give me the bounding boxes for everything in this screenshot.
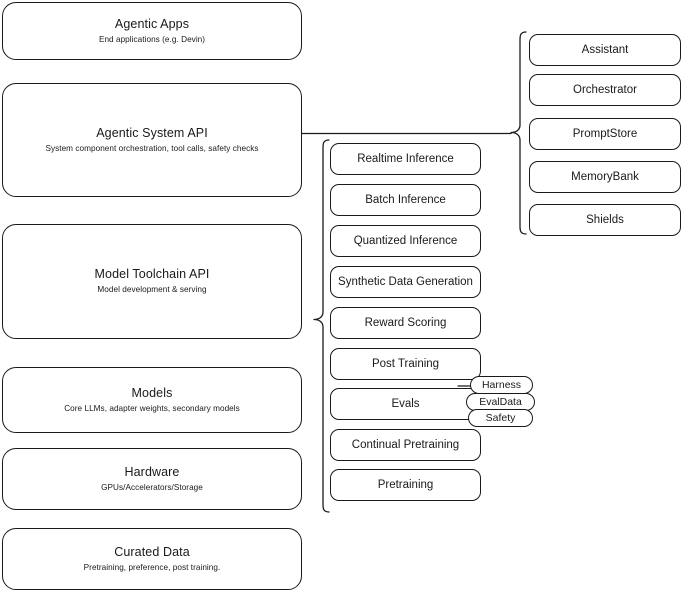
layer-subtitle: GPUs/Accelerators/Storage [101,482,203,492]
layer-subtitle: Model development & serving [97,285,207,294]
layer-subtitle: End applications (e.g. Devin) [98,34,206,44]
system-component-label: Shields [586,214,624,226]
system-component-label: Assistant [581,44,629,56]
system-component-label: Orchestrator [573,84,637,96]
layer-title: Agentic System API [96,125,208,140]
brace-toolchain-capabilities [313,139,330,513]
evals-tag-safety[interactable]: Safety [468,409,533,427]
brace-system-components [510,31,527,235]
layer-box-models[interactable]: Models Core LLMs, adapter weights, secon… [2,367,302,433]
system-component-memorybank[interactable]: MemoryBank [529,161,681,193]
capability-synthetic-data-generation[interactable]: Synthetic Data Generation [330,266,481,298]
layer-subtitle: System component orchestration, tool cal… [45,143,259,153]
capability-label: Quantized Inference [353,235,458,247]
evals-tag-label: Safety [485,412,516,424]
layer-box-agentic-apps[interactable]: Agentic Apps End applications (e.g. Devi… [2,2,302,60]
capability-post-training[interactable]: Post Training [330,348,481,380]
capability-batch-inference[interactable]: Batch Inference [330,184,481,216]
capability-pretraining[interactable]: Pretraining [330,469,481,501]
evals-tag-harness[interactable]: Harness [470,376,533,394]
layer-subtitle: Pretraining, preference, post training. [83,562,221,572]
layer-title: Hardware [124,464,180,479]
system-component-label: MemoryBank [571,171,639,183]
capability-evals[interactable]: Evals [330,388,481,420]
capability-label: Synthetic Data Generation [338,276,473,288]
layer-subtitle: Core LLMs, adapter weights, secondary mo… [64,403,240,413]
system-component-assistant[interactable]: Assistant [529,34,681,66]
system-component-orchestrator[interactable]: Orchestrator [529,74,681,106]
layer-title: Models [131,385,173,400]
capability-label: Realtime Inference [357,153,454,165]
layer-box-agentic-system-api[interactable]: Agentic System API System component orch… [2,83,302,197]
layer-title: Model Toolchain API [94,267,210,281]
capability-label: Pretraining [377,479,434,491]
layer-title: Curated Data [114,544,190,559]
layer-box-curated-data[interactable]: Curated Data Pretraining, preference, po… [2,528,302,590]
capability-reward-scoring[interactable]: Reward Scoring [330,307,481,339]
layer-box-model-toolchain-api[interactable]: Model Toolchain API Model development & … [2,224,302,339]
capability-label: Batch Inference [365,194,446,206]
capability-label: Post Training [371,358,440,370]
system-component-promptstore[interactable]: PromptStore [529,118,681,150]
layer-box-hardware[interactable]: Hardware GPUs/Accelerators/Storage [2,448,302,510]
capability-label: Reward Scoring [364,317,447,329]
capability-label: Evals [391,398,420,410]
evals-tag-label: Harness [481,379,522,391]
capability-continual-pretraining[interactable]: Continual Pretraining [330,429,481,461]
capability-label: Continual Pretraining [351,439,460,451]
layer-title: Agentic Apps [114,16,190,31]
evals-tag-label: EvalData [479,396,522,408]
capability-realtime-inference[interactable]: Realtime Inference [330,143,481,175]
system-component-label: PromptStore [572,128,638,140]
capability-quantized-inference[interactable]: Quantized Inference [330,225,481,257]
system-component-shields[interactable]: Shields [529,204,681,236]
